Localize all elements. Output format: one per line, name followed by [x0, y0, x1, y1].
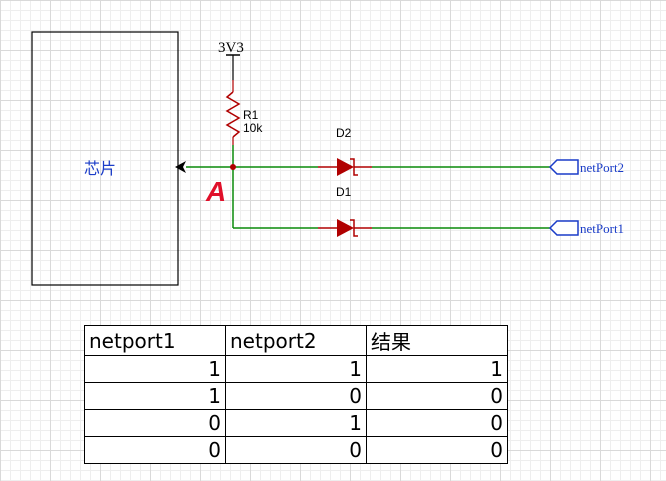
chip-box [31, 31, 179, 286]
table-cell: 1 [225, 355, 367, 383]
resistor-r1 [225, 91, 241, 138]
diode-d1-ref: D1 [336, 185, 352, 199]
table-row: 1 0 0 [84, 382, 508, 410]
wires [186, 145, 550, 229]
port-netport1-flag [548, 220, 579, 236]
node-label-a: A [205, 176, 226, 207]
port-netport2-flag [548, 159, 579, 175]
truth-table: netport1 netport2 结果 1 1 1 1 0 0 0 1 0 0… [84, 325, 508, 464]
table-cell: 0 [366, 382, 508, 410]
supply-label: 3V3 [218, 40, 244, 56]
table-cell: 0 [84, 409, 226, 437]
table-row: 0 1 0 [84, 409, 508, 437]
port-netport1-label: netPort1 [580, 221, 624, 236]
table-cell: 1 [366, 355, 508, 383]
table-cell: 1 [225, 409, 367, 437]
table-header-row: netport1 netport2 结果 [84, 325, 508, 356]
chip-label: 芯片 [84, 160, 116, 178]
table-row: 1 1 1 [84, 355, 508, 383]
table-cell: 0 [225, 436, 367, 464]
table-cell: 0 [366, 409, 508, 437]
header-result: 结果 [366, 325, 508, 356]
port-netport2-label: netPort2 [580, 160, 624, 175]
junction-dot [230, 164, 236, 170]
table-cell: 1 [84, 355, 226, 383]
table-cell: 0 [84, 436, 226, 464]
diode-d2 [318, 158, 372, 176]
diode-d2-ref: D2 [336, 126, 352, 140]
diode-d1 [318, 219, 372, 237]
table-row: 0 0 0 [84, 436, 508, 464]
table-cell: 0 [225, 382, 367, 410]
resistor-ref: R1 [243, 108, 259, 122]
table-cell: 0 [366, 436, 508, 464]
header-netport1: netport1 [84, 325, 226, 356]
chip-input-arrow [175, 161, 186, 173]
table-cell: 1 [84, 382, 226, 410]
header-netport2: netport2 [225, 325, 367, 356]
resistor-value: 10k [243, 121, 263, 135]
